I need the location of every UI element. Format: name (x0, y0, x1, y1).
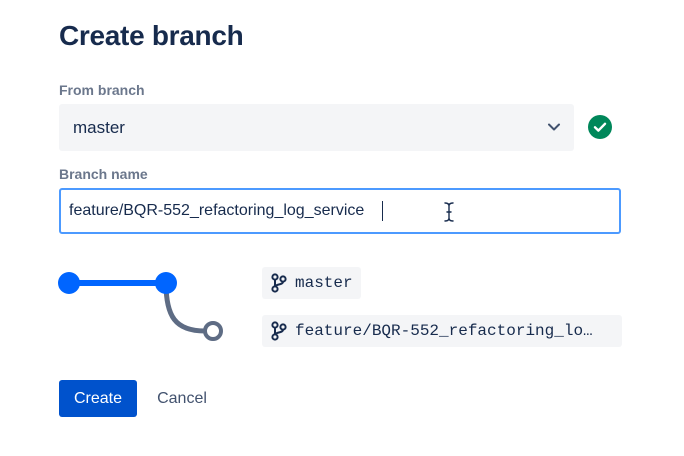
git-branch-icon (271, 273, 287, 293)
new-branch-node (203, 321, 223, 341)
text-caret (382, 201, 383, 221)
new-branch-chip: feature/BQR-552_refactoring_lo… (262, 315, 622, 347)
source-branch-chip: master (262, 267, 361, 299)
dialog-title: Create branch (59, 20, 244, 51)
source-branch-end-node (155, 272, 177, 294)
new-branch-name: feature/BQR-552_refactoring_lo… (295, 322, 593, 340)
create-button[interactable]: Create (59, 380, 137, 417)
source-branch-start-node (58, 272, 80, 294)
cancel-button[interactable]: Cancel (146, 380, 218, 417)
branch-name-input[interactable] (59, 188, 621, 234)
from-branch-selected-value: master (73, 118, 125, 137)
source-branch-name: master (295, 274, 353, 292)
from-branch-select[interactable]: master (59, 104, 574, 151)
from-branch-label: From branch (59, 82, 145, 98)
git-branch-icon (271, 321, 287, 341)
branch-graph-diagram (58, 272, 223, 341)
text-cursor-icon (444, 202, 454, 222)
check-circle-icon (588, 115, 612, 139)
chevron-down-icon[interactable] (546, 119, 562, 135)
branch-name-label: Branch name (59, 166, 148, 182)
